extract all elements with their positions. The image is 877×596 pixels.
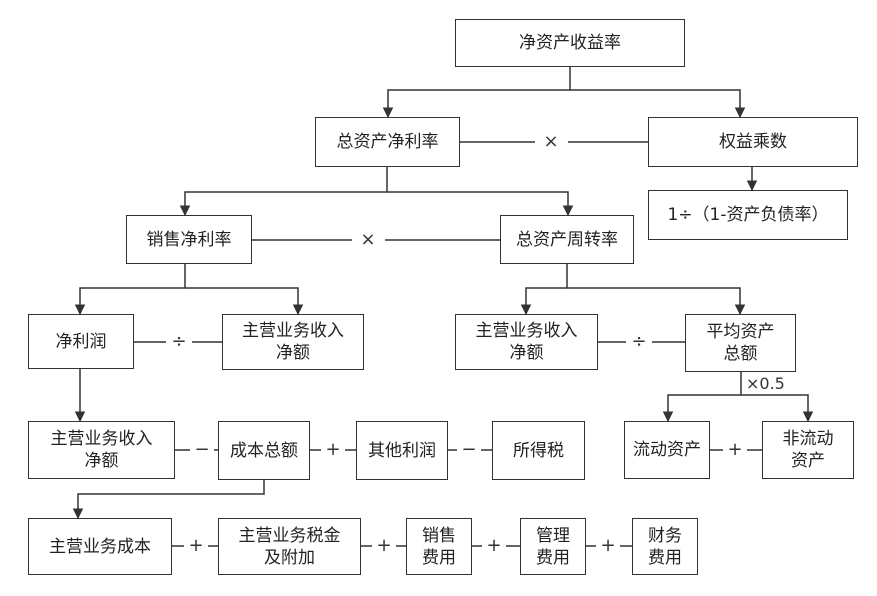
connector-turnover-rev	[520, 264, 568, 316]
node-tax-surcharge: 主营业务税金 及附加	[218, 518, 361, 575]
node-net-margin: 销售净利率	[126, 215, 252, 264]
node-net-revenue-b: 主营业务收入 净额	[455, 314, 598, 370]
node-financial-expense: 财务 费用	[632, 518, 698, 575]
node-income-tax: 所得税	[492, 421, 585, 480]
connector-assets-noncurrent	[741, 394, 814, 423]
connector-assets-current	[662, 372, 742, 423]
connector-roe-roa	[382, 67, 571, 119]
node-total-cost: 成本总额	[218, 421, 310, 480]
operator-divide: ÷	[627, 330, 651, 354]
connector-margin-np	[74, 264, 186, 316]
operator-divide: ÷	[167, 330, 191, 354]
node-other-profit: 其他利润	[356, 421, 448, 480]
node-roe: 净资产收益率	[455, 19, 685, 67]
operator-half: ×0.5	[746, 374, 785, 393]
node-asset-turnover: 总资产周转率	[500, 215, 634, 264]
node-current-assets: 流动资产	[624, 421, 710, 479]
operator-times: ×	[539, 130, 563, 154]
connector-turnover-assets	[567, 287, 746, 316]
operator-minus: −	[457, 438, 481, 462]
connector-roe-em	[570, 89, 746, 119]
operator-plus: +	[596, 534, 620, 558]
node-net-profit: 净利润	[28, 314, 134, 369]
operator-plus: +	[372, 534, 396, 558]
node-selling-expense: 销售 费用	[406, 518, 472, 575]
connector-roa-margin	[179, 167, 388, 217]
connector-margin-rev	[185, 287, 304, 316]
connector-cost-main	[72, 480, 265, 520]
node-equity-formula: 1÷（1-资产负债率）	[648, 190, 848, 240]
node-admin-expense: 管理 费用	[520, 518, 586, 575]
node-avg-total-assets: 平均资产 总额	[685, 314, 796, 372]
operator-plus: +	[723, 438, 747, 462]
node-roa: 总资产净利率	[315, 117, 460, 167]
operator-plus: +	[184, 534, 208, 558]
node-equity-multiplier: 权益乘数	[648, 117, 858, 167]
node-main-cost: 主营业务成本	[28, 518, 172, 575]
node-net-revenue-a: 主营业务收入 净额	[222, 314, 364, 370]
node-net-revenue-c: 主营业务收入 净额	[28, 421, 175, 479]
operator-plus: +	[482, 534, 506, 558]
connector-roa-turnover	[387, 191, 574, 217]
node-noncurrent-assets: 非流动 资产	[762, 421, 854, 479]
operator-plus: +	[321, 438, 345, 462]
operator-minus: −	[190, 438, 214, 462]
operator-times: ×	[356, 228, 380, 252]
